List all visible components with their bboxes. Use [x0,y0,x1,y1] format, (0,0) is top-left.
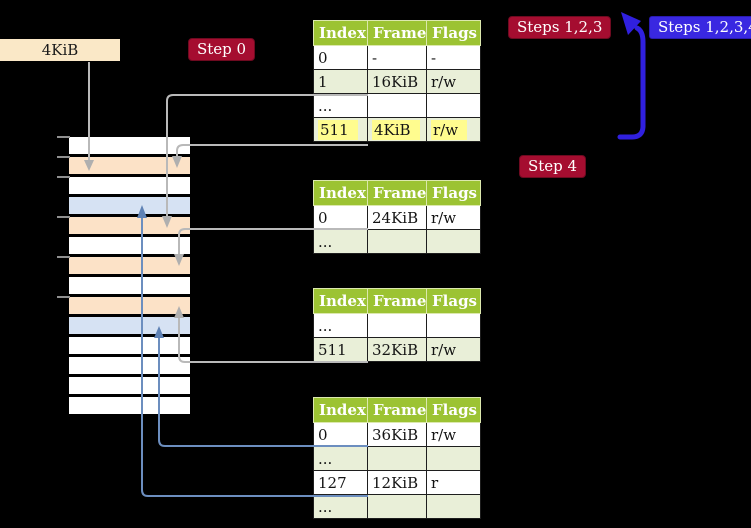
table-cell: ... [313,494,368,519]
table-row: ... [313,229,481,254]
table-cell [367,93,427,118]
memory-tick [57,136,70,138]
memory-row [69,137,190,154]
table-cell [426,93,481,118]
table-cell: 24KiB [367,205,427,230]
table-cell: 32KiB [367,337,427,362]
page-table-2: Index Frame Flags 0 24KiB r/w ... [313,180,481,254]
physical-memory-strip [69,137,190,417]
page-table-1: Index Frame Flags 0 - - 1 16KiB r/w ... … [313,20,481,142]
table-row: ... [313,494,481,519]
table-header-row: Index Frame Flags [313,20,481,46]
table-cell: r/w [426,422,481,447]
table-row: 0 - - [313,45,481,70]
steps-123-badge: Steps 1,2,3 [508,16,612,39]
table-cell: 16KiB [367,69,427,94]
memory-row [69,297,190,314]
memory-row [69,317,190,334]
table-row: ... [313,446,481,471]
arrow-table1-row511-to-4kib-frame [172,144,368,168]
memory-tick [57,156,70,158]
loop-arrow-steps [617,12,646,140]
table-cell [367,229,427,254]
column-header: Index [313,20,368,46]
column-header: Flags [426,180,481,206]
table-header-row: Index Frame Flags [313,180,481,206]
memory-row [69,217,190,234]
table-cell: 1 [313,69,368,94]
table-cell: - [367,45,427,70]
table-cell [426,229,481,254]
table-cell: 12KiB [367,470,427,495]
table-cell: 127 [313,470,368,495]
highlighted-value: 4KiB [372,119,420,140]
table-header-row: Index Frame Flags [313,288,481,314]
memory-row [69,277,190,294]
memory-row [69,337,190,354]
table-cell: 511 [313,337,368,362]
table-row: ... [313,313,481,338]
page-table-3: Index Frame Flags ... 511 32KiB r/w [313,288,481,362]
table-row-highlighted: 511 4KiB r/w [313,117,481,142]
column-header: Flags [426,20,481,46]
memory-row [69,377,190,394]
table-cell: r [426,470,481,495]
memory-tick [57,216,70,218]
table-row: 127 12KiB r [313,470,481,495]
steps-1234-badge: Steps 1,2,3,4 [649,16,751,39]
column-header: Frame [367,180,427,206]
table-cell: 4KiB [367,117,427,142]
table-row: 0 36KiB r/w [313,422,481,447]
table-cell: r/w [426,205,481,230]
table-cell: ... [313,446,368,471]
table-row: 511 32KiB r/w [313,337,481,362]
page-size-label: 4KiB [0,39,120,61]
table-cell [426,446,481,471]
table-row: ... [313,93,481,118]
memory-row [69,397,190,414]
memory-row [69,237,190,254]
highlighted-value: 511 [318,119,358,140]
step0-badge: Step 0 [188,38,256,61]
table-cell: r/w [426,69,481,94]
table-cell: 0 [313,205,368,230]
table-cell: ... [313,313,368,338]
table-header-row: Index Frame Flags [313,397,481,423]
column-header: Index [313,397,368,423]
column-header: Flags [426,397,481,423]
table-cell: 0 [313,45,368,70]
table-cell [367,494,427,519]
step4-badge: Step 4 [519,155,587,178]
table-cell: 0 [313,422,368,447]
memory-row [69,157,190,174]
memory-row [69,257,190,274]
table-cell [426,313,481,338]
memory-row [69,357,190,374]
table-cell: 36KiB [367,422,427,447]
column-header: Frame [367,397,427,423]
page-table-4: Index Frame Flags 0 36KiB r/w ... 127 12… [313,397,481,519]
highlighted-value: r/w [431,119,468,140]
table-cell: 511 [313,117,368,142]
table-cell [426,494,481,519]
column-header: Flags [426,288,481,314]
column-header: Index [313,180,368,206]
memory-tick [57,256,70,258]
memory-tick [57,176,70,178]
table-row: 1 16KiB r/w [313,69,481,94]
table-cell: ... [313,93,368,118]
memory-row [69,177,190,194]
table-row: 0 24KiB r/w [313,205,481,230]
column-header: Frame [367,20,427,46]
table-cell [367,446,427,471]
column-header: Frame [367,288,427,314]
table-cell: r/w [426,337,481,362]
table-cell: r/w [426,117,481,142]
table-cell: ... [313,229,368,254]
table-cell [367,313,427,338]
table-cell: - [426,45,481,70]
memory-row [69,197,190,214]
column-header: Index [313,288,368,314]
memory-tick [57,296,70,298]
